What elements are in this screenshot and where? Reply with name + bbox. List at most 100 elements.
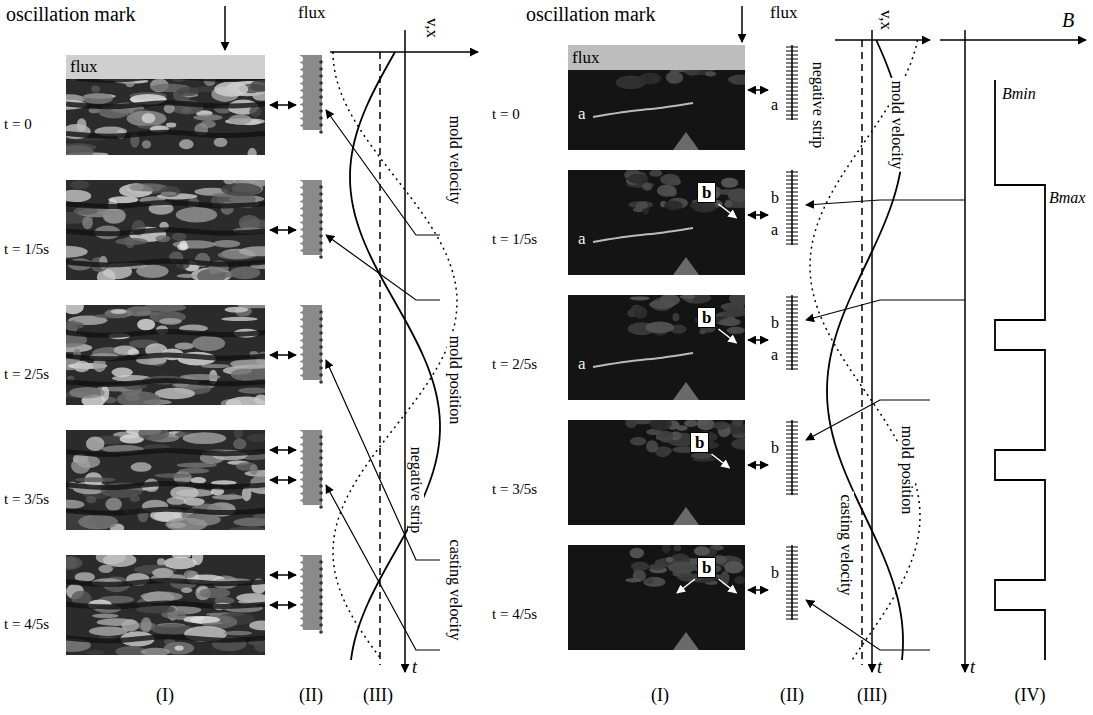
mark-scallop — [297, 251, 303, 257]
mark-tick — [786, 184, 798, 185]
mark-tick — [786, 462, 798, 463]
mark-scallop — [297, 480, 303, 486]
photo-texture — [672, 313, 679, 321]
mark-scallop — [297, 105, 303, 111]
mark-scallop — [297, 334, 303, 340]
axis-line — [871, 30, 873, 672]
box-text: b — [702, 183, 711, 202]
field-square-wave — [995, 80, 1045, 660]
mark-tick — [786, 369, 798, 370]
flux-label: flux — [298, 4, 325, 21]
photo-texture — [699, 330, 705, 335]
photo-texture — [234, 430, 243, 439]
mark-tick — [786, 55, 798, 56]
photo-texture — [250, 464, 258, 474]
mark-tick — [786, 180, 798, 181]
photo-texture — [170, 486, 198, 500]
photo-texture — [166, 123, 176, 128]
photo-texture — [214, 272, 238, 278]
mark-scallop — [297, 438, 303, 444]
mark-tick — [786, 478, 798, 479]
photo-texture — [177, 274, 198, 278]
photo-texture — [242, 487, 252, 501]
mark-tick — [786, 551, 798, 552]
flux-layer — [66, 55, 265, 79]
photo-band — [66, 355, 265, 359]
photo-texture — [649, 420, 671, 431]
photo-texture — [732, 420, 744, 427]
mark-streak — [593, 353, 693, 367]
gap-arrow — [748, 89, 768, 91]
photo-texture — [645, 578, 654, 584]
mark-tick — [786, 361, 798, 362]
photo-ground — [568, 420, 745, 525]
time-label: t = 4/5s — [492, 607, 537, 622]
mark-tick — [786, 426, 798, 427]
photo-texture — [655, 448, 670, 457]
panel-label: (I) — [651, 686, 669, 704]
mark-tick — [786, 474, 798, 475]
curve-label: mold velocity — [447, 113, 463, 207]
marker-letter: a — [771, 222, 778, 238]
photo-texture — [224, 631, 252, 636]
mark-dot — [319, 109, 323, 113]
mark-tick — [786, 301, 798, 302]
mark-dot — [319, 560, 323, 564]
mark-tick — [786, 313, 798, 314]
casting-velocity-line — [379, 52, 381, 665]
mark-scallop — [297, 70, 303, 76]
mark-dot — [319, 567, 323, 571]
mark-tick — [786, 615, 798, 616]
leader-arrow — [326, 360, 440, 560]
mark-dot — [319, 442, 323, 446]
photo-texture — [140, 592, 182, 602]
mark-dot — [319, 213, 323, 217]
photo-band — [66, 331, 265, 335]
photo-texture — [249, 621, 265, 631]
marker-letter: a — [578, 230, 586, 247]
mark-scallop — [297, 98, 303, 104]
photo-texture — [137, 319, 155, 331]
photo-texture — [631, 562, 649, 571]
mark-dot — [319, 67, 323, 71]
photo-texture — [729, 295, 745, 305]
marker-letter: b — [771, 190, 779, 206]
photo-texture — [214, 137, 228, 147]
photo-texture — [176, 87, 199, 96]
photo-texture — [639, 72, 661, 84]
photo-texture — [253, 514, 265, 519]
photo-texture — [66, 145, 94, 155]
mark-tick — [786, 466, 798, 467]
axis-label: t — [970, 658, 975, 676]
mark-scallop — [297, 195, 303, 201]
mark-dot — [319, 81, 323, 85]
photo-texture — [238, 387, 265, 393]
photo-texture — [643, 577, 665, 587]
leader-arrow — [806, 600, 930, 650]
mark-tick — [786, 317, 798, 318]
photo-texture — [160, 186, 181, 197]
marker-letter: b — [771, 440, 779, 456]
photo-texture — [131, 462, 152, 471]
photo-texture — [117, 391, 161, 405]
mark-tick — [786, 67, 798, 68]
photo-band — [66, 380, 265, 384]
photo-texture — [70, 180, 90, 189]
axis-label: v,x — [424, 18, 441, 38]
mark-tick — [786, 450, 798, 451]
photo-texture — [183, 616, 220, 623]
photo-texture — [140, 648, 170, 655]
leader-arrow — [326, 110, 440, 235]
mark-tick — [786, 208, 798, 209]
photo-band — [66, 132, 265, 136]
mark-dot — [319, 185, 323, 189]
mark-tick — [786, 587, 798, 588]
mark-tick — [786, 442, 798, 443]
mark-scallop — [297, 445, 303, 451]
mark-dot — [319, 623, 323, 627]
photo-texture — [734, 576, 745, 584]
photo-texture — [684, 420, 698, 427]
flux-photo — [568, 420, 745, 525]
mark-tick — [786, 619, 798, 620]
mold-position-curve — [350, 52, 440, 660]
